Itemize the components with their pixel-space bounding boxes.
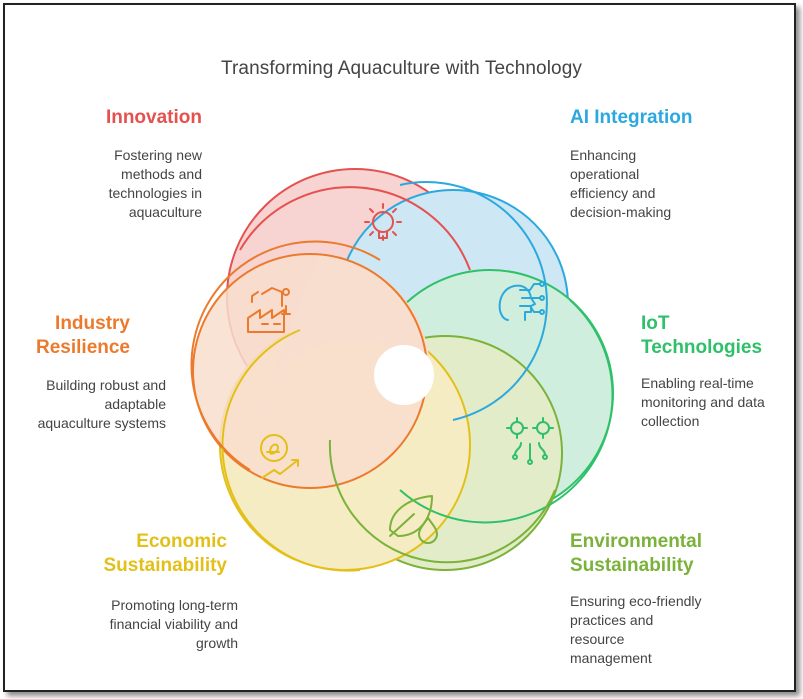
label-environmental: Environmental Sustainability: [570, 531, 702, 576]
ai-head-icon: [498, 281, 545, 321]
label-economic: Economic Sustainability: [103, 531, 227, 576]
label-industry: Industry Resilience: [36, 313, 130, 358]
leaf-drop-icon: [389, 495, 438, 544]
desc-economic: Promoting long-term financial viability …: [109, 597, 238, 651]
desc-iot: Enabling real-time monitoring and data c…: [641, 375, 765, 429]
factory-robot-icon: [247, 287, 291, 333]
iot-gears-icon: [506, 417, 554, 465]
coin-growth-icon: [260, 434, 299, 479]
desc-innovation: Fostering new methods and technologies i…: [108, 147, 202, 220]
diagram-title: Transforming Aquaculture with Technology: [221, 58, 582, 79]
label-iot: IoT Technologies: [641, 313, 763, 358]
gear-lightbulb-icon: [364, 203, 402, 241]
desc-ai-integration: Enhancing operational efficiency and dec…: [570, 147, 672, 220]
desc-environmental: Ensuring eco-friendly practices and reso…: [570, 593, 702, 666]
label-innovation: Innovation: [105, 107, 202, 128]
desc-industry: Building robust and adaptable aquacultur…: [37, 377, 166, 431]
label-ai-integration: AI Integration: [570, 107, 693, 128]
